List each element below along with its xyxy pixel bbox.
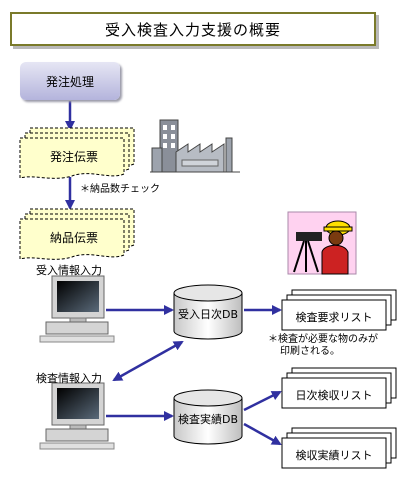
computer-icon	[39, 275, 115, 343]
record-list-box	[281, 427, 397, 469]
record-list-label: 検収実績リスト	[295, 449, 373, 462]
delivery-slip-doc	[19, 208, 135, 260]
inspector-icon	[287, 211, 357, 275]
inspection-db-cylinder	[173, 389, 243, 445]
arrow-inspection-db-to-record-list	[243, 422, 282, 446]
order-slip-label: 発注伝票	[50, 150, 99, 164]
request-list-box	[281, 289, 397, 331]
print-note-line2: 印刷される。	[280, 346, 340, 357]
order-slip-doc	[19, 127, 135, 179]
daily-list-label: 日次検収リスト	[295, 389, 373, 402]
computer-icon	[39, 382, 115, 450]
request-list-label: 検査要求リスト	[295, 311, 373, 324]
daily-receive-db-cylinder	[173, 284, 243, 340]
daily-receive-db-label: 受入日次DB	[177, 308, 239, 321]
print-note-line1: ＊検査が必要な物のみが	[268, 334, 378, 345]
arrow-inspection-db-to-daily-list	[243, 390, 282, 412]
delivery-slip-label: 納品伝票	[50, 231, 99, 245]
page-title: 受入検査入力支援の概要	[10, 12, 376, 46]
arrow-daily-db-to-inspect-pc	[112, 340, 184, 382]
receive-input-label: 受入情報入力	[36, 264, 102, 277]
inspect-input-label: 検査情報入力	[36, 372, 102, 385]
factory-icon	[150, 119, 240, 173]
quantity-check-note: ＊納品数チェック	[80, 184, 160, 195]
inspection-db-label: 検査実績DB	[177, 413, 239, 426]
order-process-box: 発注処理	[20, 62, 120, 100]
daily-list-box	[281, 367, 397, 409]
